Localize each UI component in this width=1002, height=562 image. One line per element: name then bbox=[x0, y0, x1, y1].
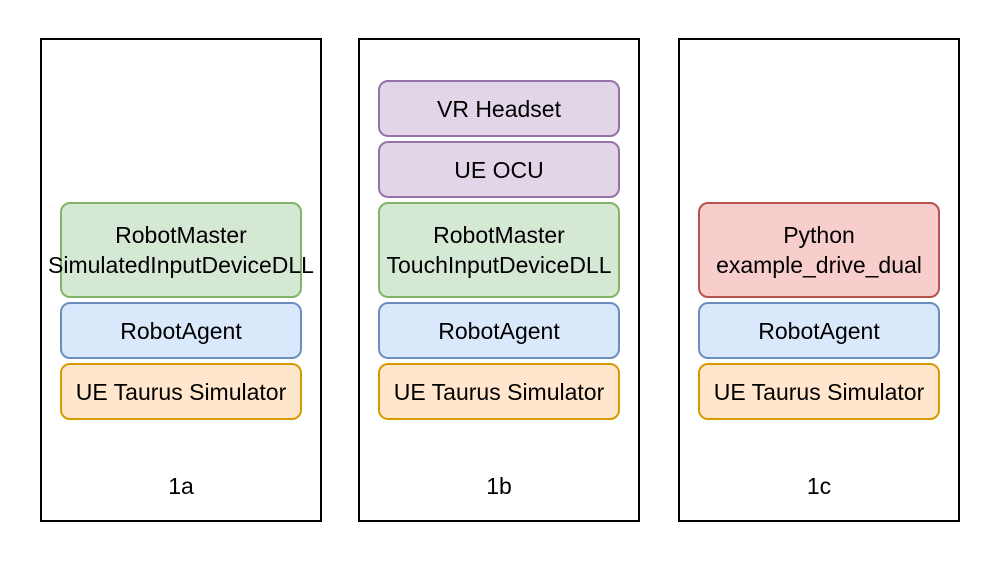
box-label: UE OCU bbox=[454, 156, 544, 183]
box-label-line1: RobotMaster bbox=[433, 222, 565, 248]
box-robotagent: RobotAgent bbox=[378, 302, 620, 359]
box-label-line1: Python bbox=[783, 222, 855, 248]
box-label: RobotMaster SimulatedInputDeviceDLL bbox=[48, 220, 314, 280]
box-ue-taurus-simulator: UE Taurus Simulator bbox=[378, 363, 620, 420]
panel-1c: Python example_drive_dual RobotAgent UE … bbox=[678, 38, 960, 522]
box-label: RobotAgent bbox=[758, 317, 880, 344]
box-label: Python example_drive_dual bbox=[716, 220, 922, 280]
stack-1c: Python example_drive_dual RobotAgent UE … bbox=[698, 202, 940, 420]
panel-label-1c: 1c bbox=[806, 473, 832, 499]
stack-1b: VR Headset UE OCU RobotMaster TouchInput… bbox=[378, 80, 620, 420]
box-ue-taurus-simulator: UE Taurus Simulator bbox=[698, 363, 940, 420]
stack-1a: RobotMaster SimulatedInputDeviceDLL Robo… bbox=[48, 202, 314, 420]
panel-label-1b: 1b bbox=[486, 473, 512, 499]
box-python-example-drive-dual: Python example_drive_dual bbox=[698, 202, 940, 298]
box-robotagent: RobotAgent bbox=[698, 302, 940, 359]
panel-label-1a: 1a bbox=[168, 473, 194, 499]
box-label-line2: example_drive_dual bbox=[716, 252, 922, 278]
box-label: RobotAgent bbox=[120, 317, 242, 344]
box-label-line2: SimulatedInputDeviceDLL bbox=[48, 252, 314, 278]
panel-1b: VR Headset UE OCU RobotMaster TouchInput… bbox=[358, 38, 640, 522]
panel-1a: RobotMaster SimulatedInputDeviceDLL Robo… bbox=[40, 38, 322, 522]
box-label: UE Taurus Simulator bbox=[75, 378, 287, 405]
box-label: UE Taurus Simulator bbox=[713, 378, 925, 405]
box-label: UE Taurus Simulator bbox=[393, 378, 605, 405]
box-label: RobotMaster TouchInputDeviceDLL bbox=[386, 220, 611, 280]
box-robotmaster-touchinputdevicedll: RobotMaster TouchInputDeviceDLL bbox=[378, 202, 620, 298]
box-label-line1: RobotMaster bbox=[115, 222, 247, 248]
box-robotagent: RobotAgent bbox=[60, 302, 302, 359]
box-label: VR Headset bbox=[436, 95, 561, 122]
box-robotmaster-simulatedinputdevicedll: RobotMaster SimulatedInputDeviceDLL bbox=[48, 202, 314, 298]
box-ue-taurus-simulator: UE Taurus Simulator bbox=[60, 363, 302, 420]
box-vr-headset: VR Headset bbox=[378, 80, 620, 137]
box-label-line2: TouchInputDeviceDLL bbox=[386, 252, 612, 278]
box-ue-ocu: UE OCU bbox=[378, 141, 620, 198]
box-label: RobotAgent bbox=[438, 317, 560, 344]
